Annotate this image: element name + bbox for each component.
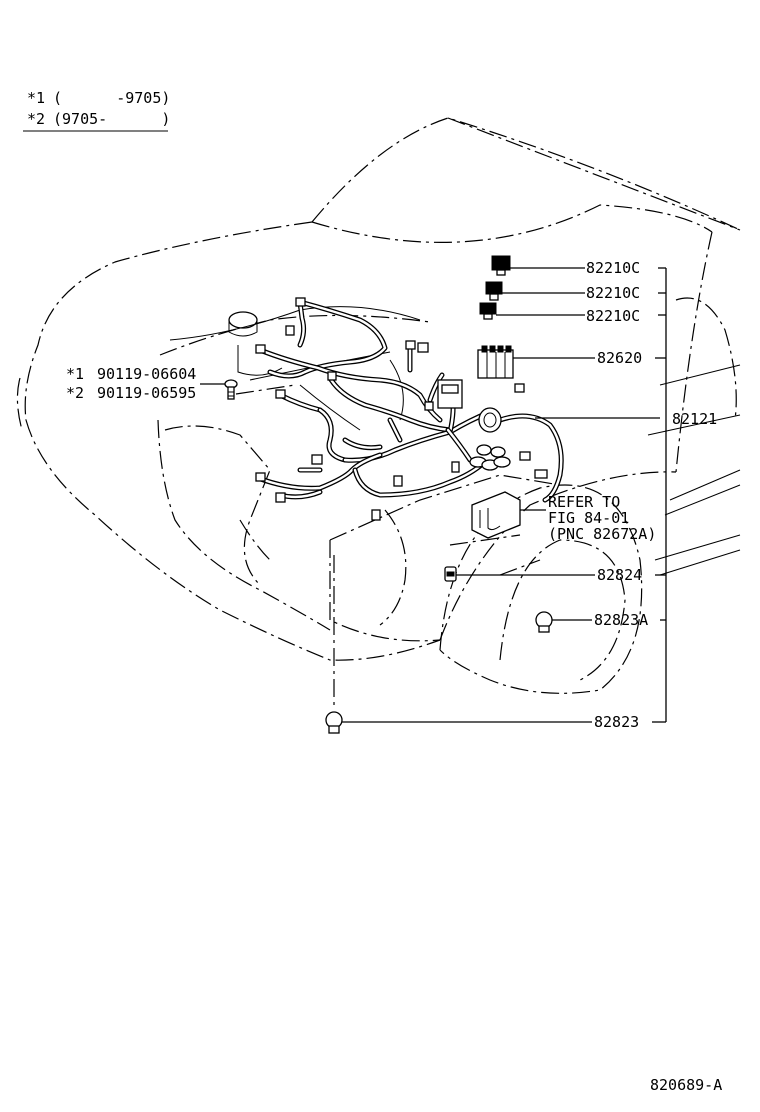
callout-leaders bbox=[200, 267, 667, 723]
relay-icon bbox=[491, 255, 511, 276]
harness-wire-core bbox=[256, 453, 382, 490]
bolt-label-1-part: 90119-06604 bbox=[97, 365, 196, 383]
reference-note: REFER TO FIG 84-01 (PNC 82672A) bbox=[548, 493, 656, 543]
harness-wire-core bbox=[298, 300, 305, 347]
harness-wire-core bbox=[278, 393, 322, 412]
bolt-leader bbox=[235, 384, 296, 395]
bolt-icon bbox=[224, 379, 238, 400]
part-label-82210c-1: 82210C bbox=[586, 259, 640, 277]
harness-wire-core bbox=[388, 418, 402, 442]
model-range-notes: *1 ( -9705) *2 (9705- ) bbox=[23, 89, 170, 132]
figure-number: 820689-A bbox=[650, 1076, 722, 1094]
bolt-labels: *1 90119-06604 *2 90119-06595 bbox=[66, 365, 196, 402]
module-icon bbox=[471, 491, 521, 539]
harness-wire-core bbox=[343, 430, 452, 462]
part-label-82823a: 82823A bbox=[594, 611, 648, 629]
part-label-82620: 82620 bbox=[597, 349, 642, 367]
part-label-82210c-2: 82210C bbox=[586, 284, 640, 302]
note-1-range: ( -9705) bbox=[53, 89, 170, 107]
harness-wire-core bbox=[343, 438, 382, 449]
clamp-icon bbox=[444, 566, 457, 582]
harness-wire-core bbox=[328, 376, 452, 432]
relay-icon bbox=[479, 302, 497, 320]
clip-icon bbox=[325, 711, 343, 734]
note-2-range: (9705- ) bbox=[53, 110, 170, 128]
part-label-82121: 82121 bbox=[672, 410, 717, 428]
harness-wire-core bbox=[318, 408, 347, 462]
reference-line-3: (PNC 82672A) bbox=[548, 525, 656, 543]
clip-a-icon bbox=[535, 611, 553, 633]
harness-wire-core bbox=[446, 428, 472, 462]
relay-icon bbox=[485, 281, 503, 301]
bolt-label-2-star: *2 bbox=[66, 384, 84, 402]
note-1-star: *1 bbox=[27, 89, 45, 107]
car-body-outline bbox=[16, 117, 741, 694]
note-2-star: *2 bbox=[27, 110, 45, 128]
bolt-label-2-part: 90119-06595 bbox=[97, 384, 196, 402]
part-label-82823: 82823 bbox=[594, 713, 639, 731]
part-labels: 82210C 82210C 82210C 82620 82121 82824 8… bbox=[586, 259, 717, 731]
part-label-82210c-3: 82210C bbox=[586, 307, 640, 325]
harness-wire-core bbox=[428, 373, 444, 402]
reference-line-1: REFER TO bbox=[548, 493, 620, 511]
junction-block-icon bbox=[477, 345, 514, 379]
engine-wire-harness bbox=[255, 297, 564, 521]
reference-line-2: FIG 84-01 bbox=[548, 509, 629, 527]
bolt-label-1-star: *1 bbox=[66, 365, 84, 383]
harness-wire-core bbox=[268, 300, 387, 378]
part-label-82824: 82824 bbox=[597, 566, 642, 584]
harness-wire-core bbox=[353, 460, 487, 497]
